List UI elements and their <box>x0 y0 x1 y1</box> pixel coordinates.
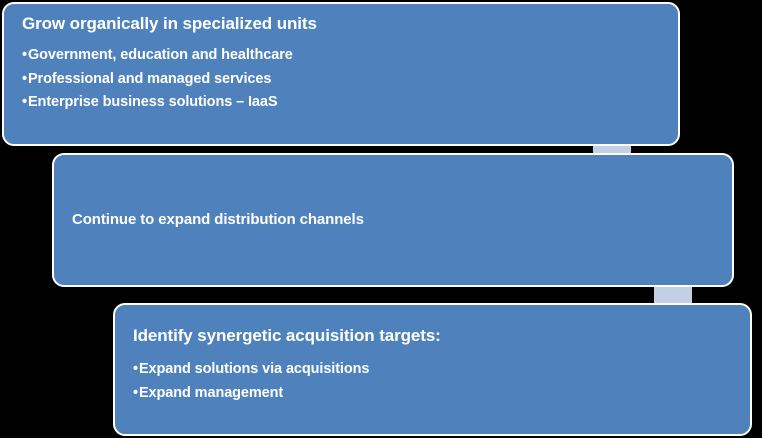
bullet-text: Professional and managed services <box>27 70 272 87</box>
list-item: •Expand management <box>133 382 734 405</box>
process-step-grow-organically[interactable]: Grow organically in specialized units •G… <box>2 2 680 146</box>
bullet-glyph-icon: • <box>22 47 27 64</box>
step-title: Continue to expand distribution channels <box>72 210 364 228</box>
process-step-acquisition-targets[interactable]: Identify synergetic acquisition targets:… <box>113 303 752 436</box>
step-content: Continue to expand distribution channels <box>54 201 380 240</box>
list-item: •Expand solutions via acquisitions <box>133 358 734 381</box>
step-content: Identify synergetic acquisition targets:… <box>115 305 750 415</box>
bullet-text: Enterprise business solutions – IaaS <box>27 94 278 111</box>
step-title: Grow organically in specialized units <box>22 14 317 33</box>
bullet-text: Expand solutions via acquisitions <box>138 361 370 378</box>
list-item: •Government, education and healthcare <box>22 44 662 67</box>
step-title: Identify synergetic acquisition targets: <box>133 326 441 345</box>
bullet-glyph-icon: • <box>133 361 138 378</box>
bullet-text: Expand management <box>138 384 284 401</box>
bullet-glyph-icon: • <box>22 70 27 87</box>
step-bullet-list: •Expand solutions via acquisitions •Expa… <box>133 358 734 405</box>
list-item: •Professional and managed services <box>22 68 662 91</box>
bullet-text: Government, education and healthcare <box>27 47 293 64</box>
bullet-glyph-icon: • <box>133 384 138 401</box>
process-step-expand-distribution[interactable]: Continue to expand distribution channels <box>52 153 734 287</box>
step-bullet-list: •Government, education and healthcare •P… <box>22 44 662 114</box>
bullet-glyph-icon: • <box>22 94 27 111</box>
step-content: Grow organically in specialized units •G… <box>4 4 678 125</box>
list-item: •Enterprise business solutions – IaaS <box>22 91 662 114</box>
